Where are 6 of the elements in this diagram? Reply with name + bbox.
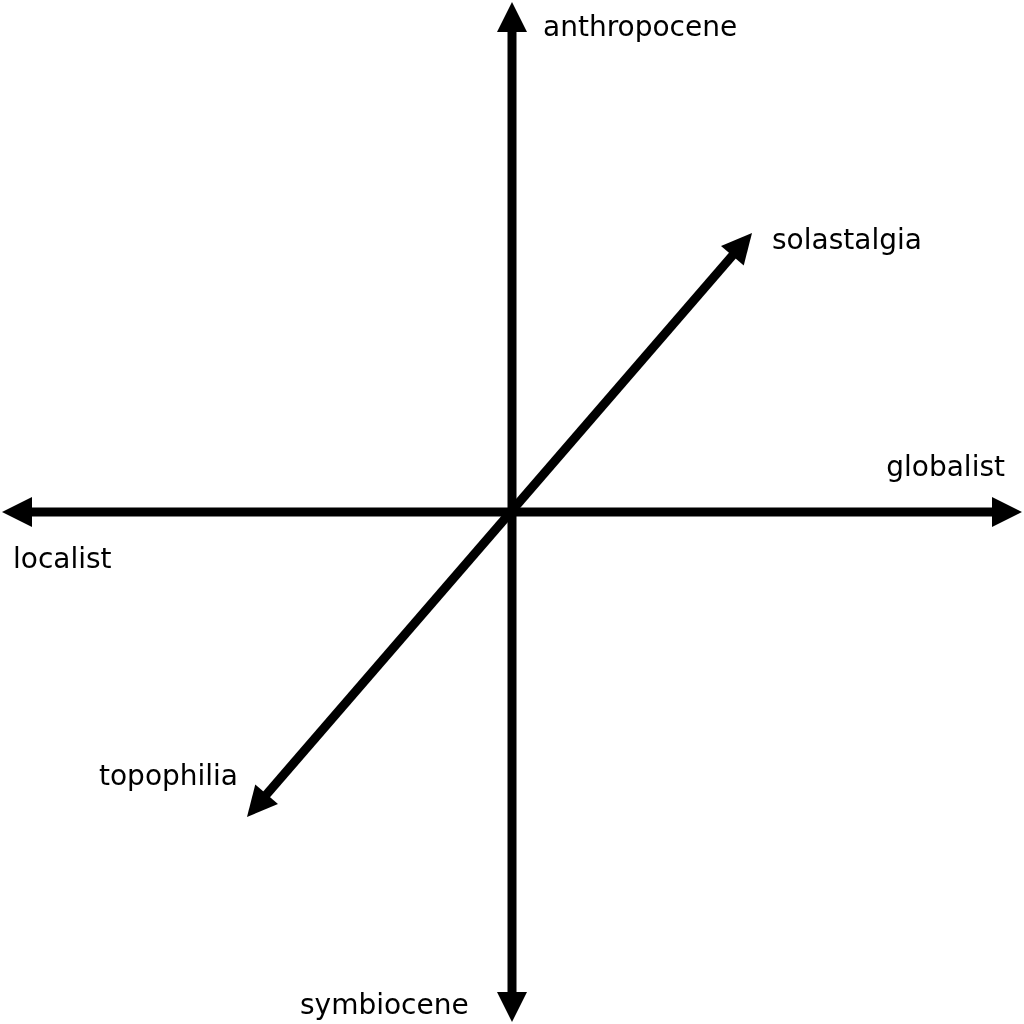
axis-label: localist: [13, 542, 112, 576]
axis-label: globalist: [886, 450, 1005, 484]
axis-label: solastalgia: [772, 223, 922, 257]
axis-label: topophilia: [99, 759, 239, 793]
axis-label: symbiocene: [300, 988, 469, 1022]
axis-label: anthropocene: [543, 10, 738, 44]
